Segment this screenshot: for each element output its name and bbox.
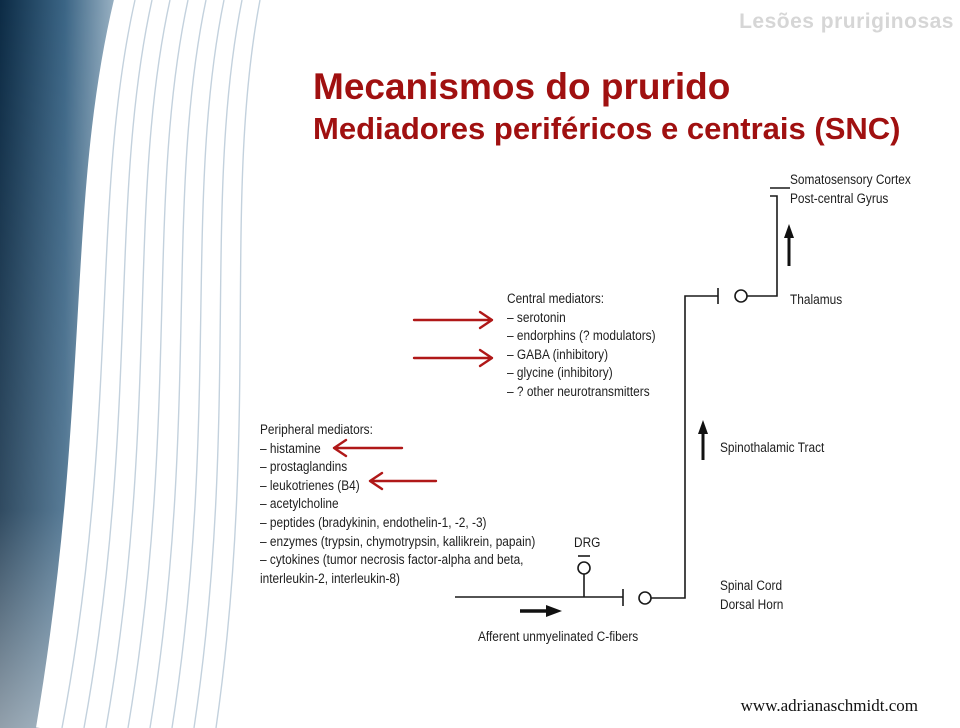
list-item: – cytokines (tumor necrosis factor-alpha… [260, 552, 524, 568]
list-item: – glycine (inhibitory) [507, 365, 613, 381]
central-mediators-heading: Central mediators: [507, 291, 605, 306]
spinothalamic-tract-line [651, 295, 718, 599]
list-item: – ? other neurotransmitters [507, 383, 650, 399]
cortex-label-line2: Post-central Gyrus [790, 191, 889, 206]
list-item: – histamine [260, 440, 321, 456]
list-item: – GABA (inhibitory) [507, 346, 609, 362]
dorsal-horn-label: Dorsal Horn [720, 597, 784, 612]
right-arrow-afferent-head [546, 605, 562, 617]
list-item: – peptides (bradykinin, endothelin-1, -2… [260, 514, 487, 530]
thalamus-label: Thalamus [790, 292, 843, 307]
list-item: – serotonin [507, 309, 566, 325]
drg-label: DRG [574, 535, 601, 550]
highlight-arrow-serotonin [412, 310, 494, 330]
central-mediators-list: Central mediators: – serotonin – endorph… [507, 290, 656, 402]
page-subtitle: Mediadores periféricos e centrais (SNC) [313, 111, 901, 146]
up-arrow-cortex-head [784, 224, 794, 238]
list-item: – endorphins (? modulators) [507, 328, 656, 344]
highlight-arrow-gaba [412, 348, 494, 368]
thalamocortical-line [747, 195, 778, 297]
list-item: – prostaglandins [260, 459, 348, 475]
drg-neuron [577, 561, 591, 575]
highlight-arrow-histamine [332, 438, 404, 458]
spinal-cord-label: Spinal Cord [720, 578, 783, 593]
section-label: Lesões pruriginosas [739, 10, 954, 33]
footer-url[interactable]: www.adrianaschmidt.com [740, 696, 918, 715]
highlight-arrow-leukotrienes [368, 471, 438, 491]
page-title: Mecanismos do prurido [313, 66, 731, 107]
list-item: – enzymes (trypsin, chymotrypsin, kallik… [260, 533, 536, 549]
afferent-fibers-label: Afferent unmyelinated C-fibers [478, 629, 639, 644]
list-item: – leukotrienes (B4) [260, 477, 360, 493]
cortex-label-line1: Somatosensory Cortex [790, 172, 911, 187]
dorsal-horn-neuron [638, 591, 652, 605]
spinothalamic-label: Spinothalamic Tract [720, 440, 825, 455]
thalamus-neuron [734, 289, 748, 303]
peripheral-mediators-list: Peripheral mediators: – histamine – pros… [260, 421, 535, 588]
list-item: – acetylcholine [260, 496, 339, 512]
peripheral-mediators-heading: Peripheral mediators: [260, 422, 373, 437]
list-item: interleukin-2, interleukin-8) [260, 570, 400, 586]
up-arrow-spinothalamic-head [698, 420, 708, 434]
